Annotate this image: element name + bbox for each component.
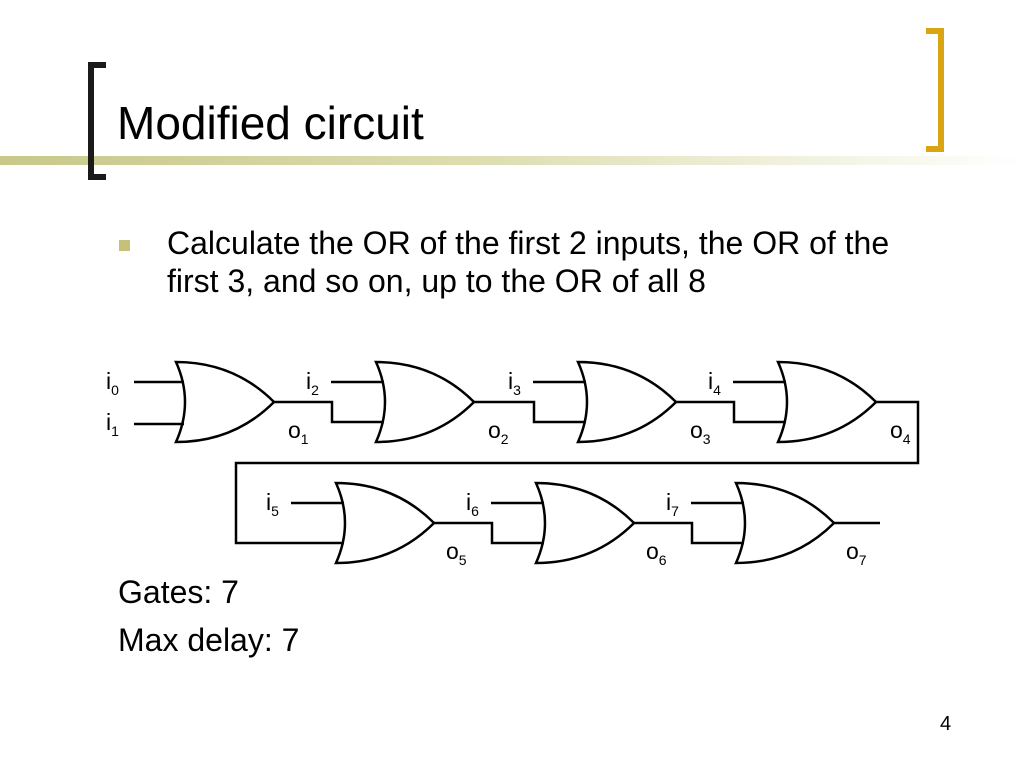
labels-layer: i0 i1 i2 i3 i4 i5 i6 i7 o1 o2 o3 o4 o5 o6 o7 [106, 368, 911, 568]
input-label-5: i5 [266, 489, 279, 519]
title-accent-line [0, 156, 1024, 165]
or-gate-5 [334, 481, 436, 565]
output-label-3: o3 [690, 417, 711, 447]
or-gate-4 [776, 360, 878, 444]
or-gate-2 [374, 360, 476, 444]
wires-layer [134, 380, 920, 545]
output-label-7: o7 [846, 538, 867, 568]
or-gate-7 [734, 481, 836, 565]
gates-layer [174, 360, 878, 565]
input-label-1: i1 [106, 409, 119, 439]
gate-count-text: Gates: 7 [118, 574, 239, 610]
output-label-5: o5 [446, 538, 467, 568]
bullet-text: Calculate the OR of the first 2 inputs, … [167, 225, 890, 299]
left-bracket-decoration [88, 62, 106, 180]
input-label-3: i3 [508, 368, 521, 398]
page-number: 4 [940, 713, 952, 735]
input-label-2: i2 [306, 368, 319, 398]
output-label-6: o6 [646, 538, 667, 568]
right-bracket-decoration [926, 28, 944, 152]
output-wire-1 [274, 400, 384, 424]
output-label-1: o1 [288, 417, 309, 447]
max-delay-text: Max delay: 7 [118, 622, 300, 658]
or-gate-1 [174, 360, 276, 444]
input-label-6: i6 [466, 489, 479, 519]
output-wire-2 [474, 400, 586, 424]
or-gate-6 [534, 481, 636, 565]
slide-title: Modified circuit [117, 97, 424, 149]
or-gate-3 [576, 360, 678, 444]
output-wire-4 [234, 400, 920, 545]
input-label-7: i7 [666, 489, 679, 519]
output-label-2: o2 [488, 417, 509, 447]
output-wire-6 [634, 521, 744, 545]
output-wire-3 [676, 400, 786, 424]
input-label-4: i4 [708, 368, 721, 398]
input-label-0: i0 [106, 368, 119, 398]
output-wire-5 [434, 521, 544, 545]
bullet-square-icon [119, 240, 130, 251]
output-label-4: o4 [890, 417, 911, 447]
